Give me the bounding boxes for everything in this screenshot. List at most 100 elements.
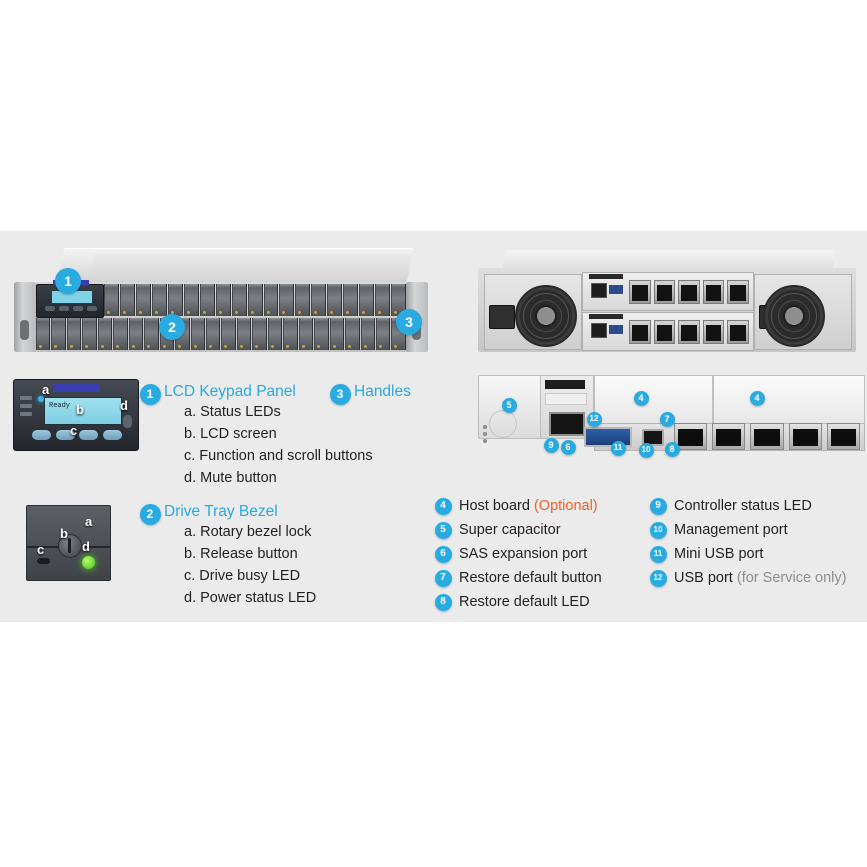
legend-row-8-label: Restore default LED [459, 594, 590, 610]
legend-handles-header: 3 Handles [329, 383, 411, 405]
detail-sas-expansion-port [549, 412, 585, 436]
drive-tray [190, 318, 205, 350]
drive-tray [66, 318, 82, 350]
callout-detail-4: 4 [633, 390, 649, 406]
callout-badge-11: 11 [649, 545, 667, 563]
drive-tray [298, 318, 314, 350]
legend-lcd-title: LCD Keypad Panel [164, 383, 296, 400]
drive-tray [314, 318, 329, 350]
psu-module-right [754, 274, 852, 350]
drive-tray-upper [119, 284, 135, 316]
callout-badge-12: 12 [649, 569, 667, 587]
callout-detail-9: 9 [543, 437, 559, 453]
front-chassis-image [14, 248, 428, 358]
label-c: c [37, 542, 45, 557]
callout-detail-11: 11 [610, 440, 626, 456]
drive-tray-upper [375, 284, 391, 316]
drive-tray [267, 318, 283, 350]
legend-group-handles: 3 Handles [329, 383, 411, 405]
callout-detail-5: 5 [501, 397, 517, 413]
legend-row-8: 8 Restore default LED [433, 590, 602, 614]
legend-tray-item-a: a. Rotary bezel lock [184, 524, 312, 540]
legend-column-right: 9 Controller status LED 10 Management po… [648, 494, 846, 590]
legend-row-10-label: Management port [674, 522, 788, 538]
rj45-ports-a [629, 280, 749, 304]
legend-lcd-item-a: a. Status LEDs [184, 404, 281, 420]
legend-group-lcd-keypad: 1 LCD Keypad Panel a. Status LEDs b. LCD… [139, 383, 373, 489]
legend-row-9-label: Controller status LED [674, 498, 812, 514]
drive-tray [51, 318, 66, 350]
legend-row-7-label: Restore default button [459, 570, 602, 586]
cooling-fan-left [515, 285, 577, 347]
callout-badge-5: 5 [434, 521, 452, 539]
drive-tray [375, 318, 391, 350]
controller-detail-image [478, 375, 865, 453]
warning-label [545, 393, 587, 405]
callout-1: 1 [55, 268, 81, 294]
controller-modules [582, 272, 754, 351]
drive-tray [345, 318, 360, 350]
legend-row-7: 7 Restore default button [433, 566, 602, 590]
legend-row-6: 6 SAS expansion port [433, 542, 602, 566]
label-d: d [82, 539, 90, 554]
detail-lcd-screen: Ready [44, 397, 122, 425]
drive-tray-upper [151, 284, 167, 316]
drive-tray-upper [215, 284, 231, 316]
legend-group-drive-tray: 2 Drive Tray Bezel a. Rotary bezel lock … [139, 503, 316, 609]
drive-bays-lower [36, 318, 406, 350]
legend-lcd-item-d: d. Mute button [184, 470, 277, 486]
controller-header-a [589, 274, 623, 279]
legend-tray-title: Drive Tray Bezel [164, 503, 278, 520]
hba-label-strip [545, 380, 585, 389]
rotary-bezel-lock [58, 534, 82, 558]
lcd-status-text: Ready [49, 402, 71, 410]
callout-badge-10: 10 [649, 521, 667, 539]
sas-expansion-port-a [591, 283, 607, 298]
controller-header-b [589, 314, 623, 319]
drive-tray [97, 318, 113, 350]
power-status-led [82, 556, 95, 569]
legend-row-4: 4 Host board (Optional) [433, 494, 602, 518]
drive-tray [221, 318, 236, 350]
callout-detail-12: 12 [586, 411, 602, 427]
callout-badge-4: 4 [434, 497, 452, 515]
drive-busy-led [37, 558, 50, 564]
callout-2: 2 [159, 314, 185, 340]
drive-tray-upper [359, 284, 375, 316]
callout-badge-3: 3 [329, 383, 351, 405]
drive-tray-upper [135, 284, 151, 316]
legend-row-4-note: (Optional) [533, 498, 598, 514]
label-b: b [76, 402, 84, 417]
legend-row-4-label: Host board [459, 498, 530, 514]
legend-row-12-note: (for Service only) [736, 570, 847, 586]
callout-detail-10: 10 [638, 442, 654, 458]
legend-row-12-label: USB port [674, 570, 733, 586]
psu-module-left [484, 274, 582, 350]
legend-tray-item-b: b. Release button [184, 546, 298, 562]
legend-lcd-item-b: b. LCD screen [184, 426, 277, 442]
status-leds [20, 396, 38, 420]
callout-detail-4: 4 [749, 390, 765, 406]
controller-module-b [582, 312, 754, 351]
callout-badge-8: 8 [434, 593, 452, 611]
drive-tray [82, 318, 97, 350]
callout-badge-9: 9 [649, 497, 667, 515]
legend-row-12: 12 USB port (for Service only) [648, 566, 846, 590]
callout-badge-6: 6 [434, 545, 452, 563]
host-board-slot-1 [594, 375, 713, 425]
chassis-lid-inner [89, 254, 411, 280]
function-scroll-buttons [32, 430, 122, 441]
ac-inlet-left [489, 305, 515, 329]
drive-tray [205, 318, 221, 350]
callout-detail-8: 8 [664, 441, 680, 457]
legend-row-6-label: SAS expansion port [459, 546, 588, 562]
drive-tray [283, 318, 298, 350]
callout-detail-6: 6 [560, 439, 576, 455]
drive-tray [329, 318, 345, 350]
drive-tray [236, 318, 252, 350]
callout-detail-7: 7 [659, 411, 675, 427]
rj45-ports-b [629, 320, 749, 344]
rear-chassis-image [478, 250, 856, 358]
power-led [38, 396, 44, 402]
